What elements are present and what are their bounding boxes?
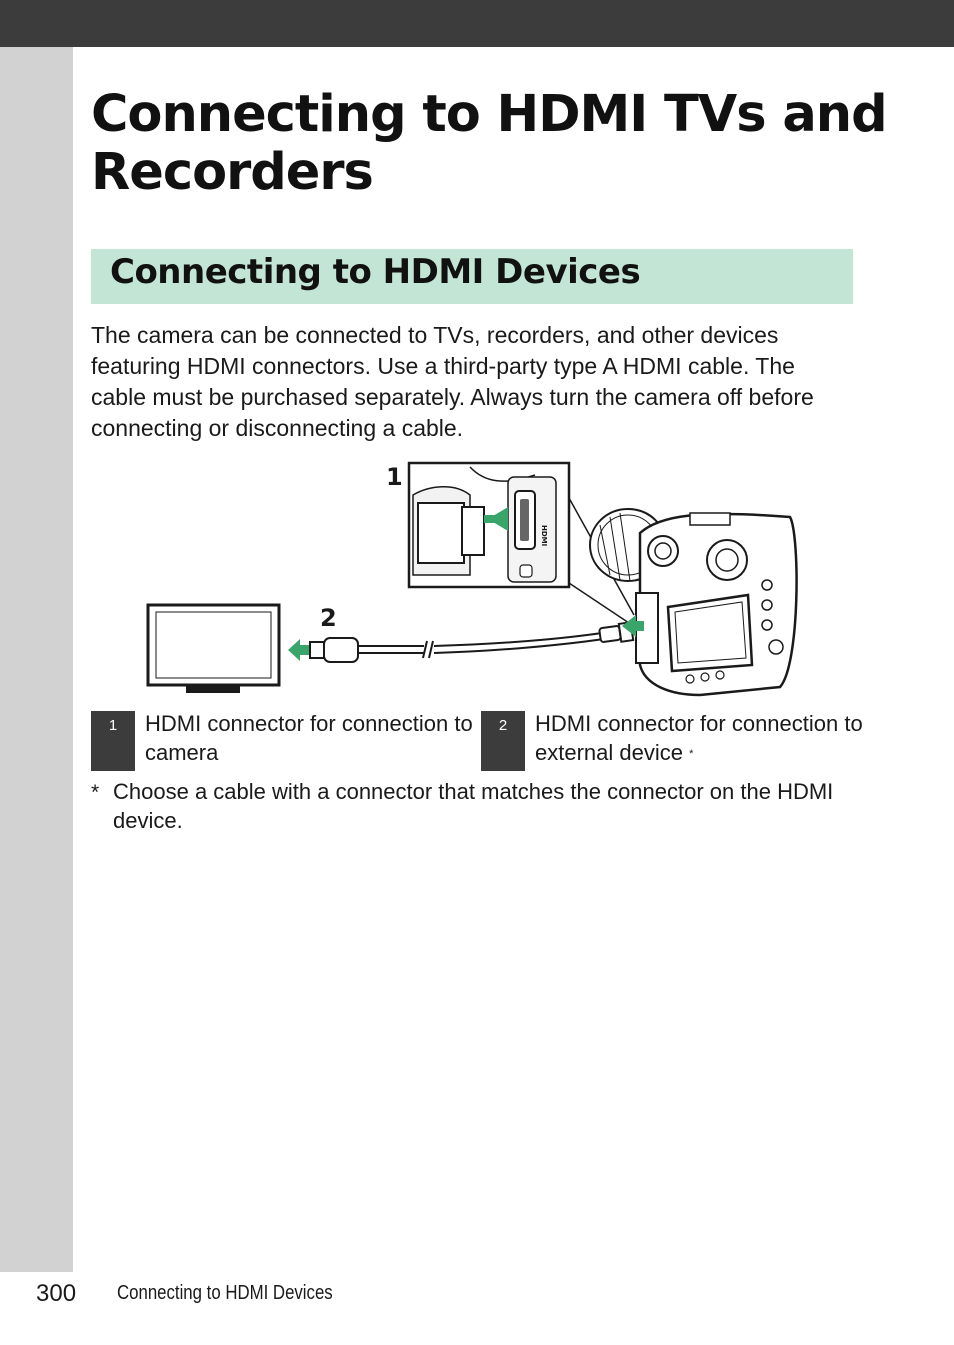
legend-text-1: HDMI connector for connection to camera	[145, 709, 475, 767]
footnote-text: Choose a cable with a connector that mat…	[113, 779, 834, 833]
hdmi-cable-icon	[358, 632, 605, 659]
hdmi-connection-illustration: HDMI	[0, 455, 954, 705]
legend-number-1: 1	[91, 711, 135, 771]
arrow-to-tv-icon	[288, 639, 312, 661]
arrow-to-camera-icon	[622, 615, 644, 637]
footnote-mark: *	[91, 781, 100, 804]
legend-number-2: 2	[481, 711, 525, 771]
section-heading: Connecting to HDMI Devices	[110, 252, 641, 292]
connector-inset-icon: HDMI	[407, 461, 571, 589]
tv-icon	[146, 603, 281, 693]
page-number: 300	[36, 1280, 77, 1307]
legend-text-2-label: HDMI connector for connection to externa…	[535, 711, 863, 765]
camera-icon	[589, 508, 798, 697]
callout-1: 1	[386, 463, 403, 491]
hdmi-plug-tv-icon	[309, 637, 359, 663]
top-bar	[0, 0, 954, 47]
intro-paragraph: The camera can be connected to TVs, reco…	[91, 322, 814, 441]
legend-text-2-mark: *	[689, 748, 694, 760]
page-title: Connecting to HDMI TVs and Recorders	[91, 85, 888, 202]
legend-text-1-label: HDMI connector for connection to camera	[145, 711, 473, 765]
hdmi-port-label: HDMI	[540, 525, 548, 546]
footer-section-link[interactable]: Connecting to HDMI Devices	[117, 1282, 333, 1304]
section-heading-band: Connecting to HDMI Devices	[91, 249, 853, 304]
illustration-drawing: HDMI	[146, 461, 798, 697]
side-margin-bar	[0, 47, 73, 1272]
callout-2: 2	[320, 604, 337, 632]
legend-text-2: HDMI connector for connection to externa…	[535, 709, 865, 767]
